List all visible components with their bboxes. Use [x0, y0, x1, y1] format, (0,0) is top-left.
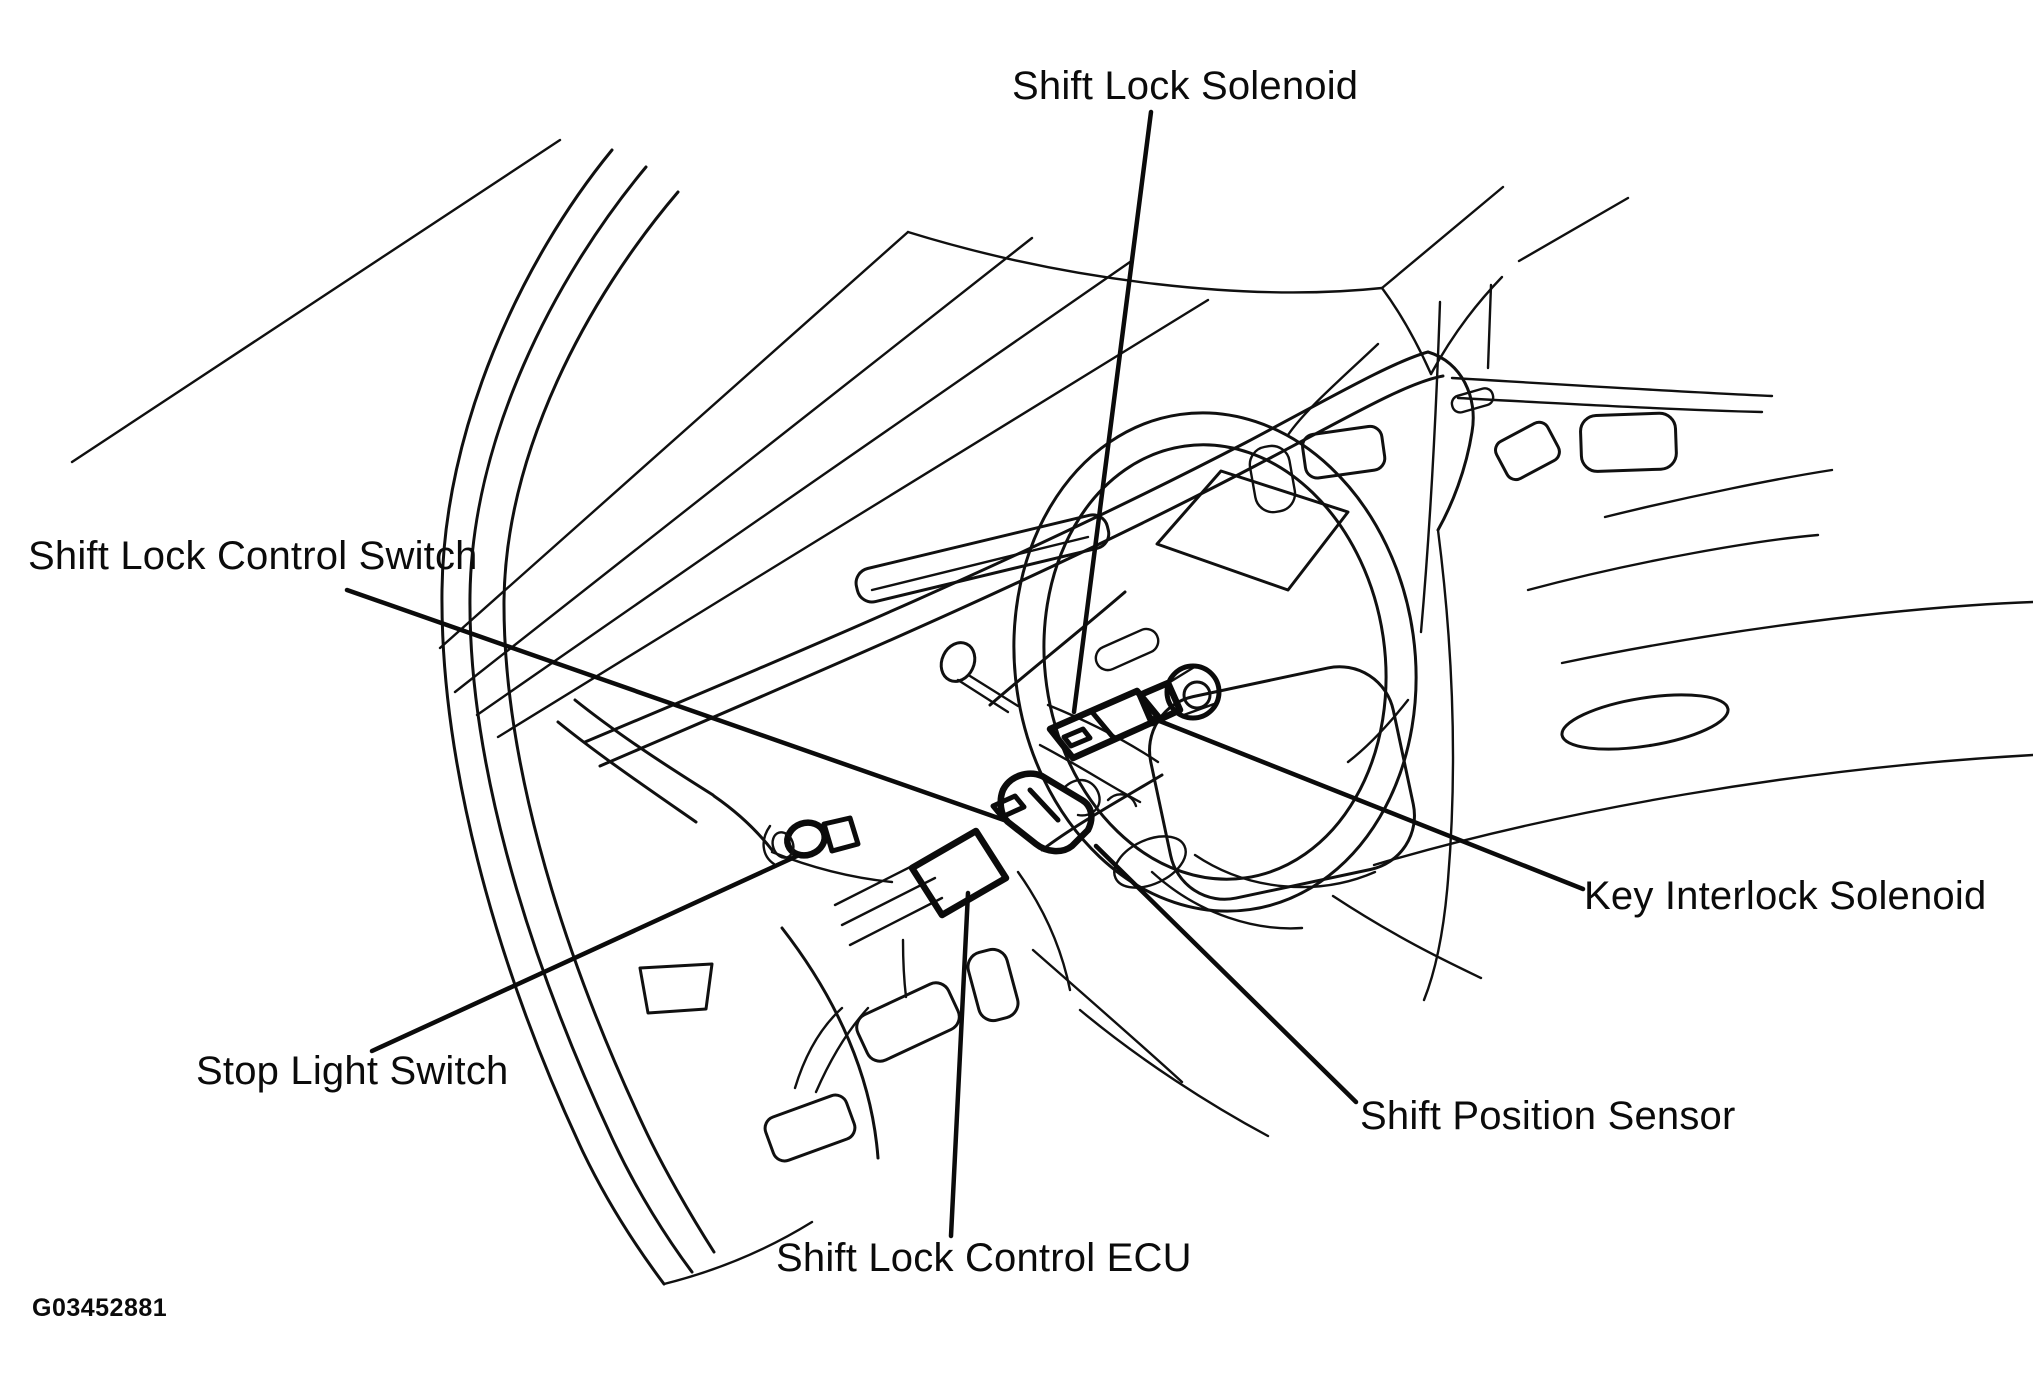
- ignition-cylinder-inner: [1182, 680, 1212, 710]
- stop-light-switch-leader: [369, 853, 800, 1054]
- column-boot-curve: [1106, 793, 1138, 808]
- door-switch-plate: [1494, 420, 1561, 482]
- wheel-spoke: [1346, 698, 1410, 764]
- airbag-pad: [1148, 665, 1416, 901]
- horn-pad-detail: [1113, 835, 1187, 889]
- label-shift-lock-control-ecu: Shift Lock Control ECU: [776, 1236, 1192, 1280]
- door-contour-line: [1526, 533, 1820, 592]
- windshield-line: [453, 236, 1034, 694]
- a-pillar-outer-line: [440, 148, 666, 1286]
- cluster-window: [1155, 469, 1350, 592]
- stop-light-switch-connector: [821, 815, 861, 854]
- shift-lock-control-switch-leader: [344, 587, 1007, 823]
- stop-light-switch-bracket: [762, 824, 776, 866]
- key-interlock-solenoid-part: [1136, 679, 1184, 727]
- figure-code: G03452881: [32, 1294, 168, 1322]
- shift-lock-control-ecu-leader: [948, 890, 971, 1239]
- pad-bottom-arc: [1193, 853, 1377, 889]
- windshield-line: [438, 230, 910, 650]
- right-pillar-line: [1380, 185, 1505, 290]
- cabin-structure: [70, 138, 1475, 1286]
- door-front-edge: [1422, 528, 1455, 1002]
- door-seam: [1419, 300, 1442, 634]
- windshield-right-edge: [906, 230, 1433, 376]
- defroster-vent: [854, 513, 1111, 604]
- wheel-rim-outer: [1012, 411, 1418, 913]
- stop-light-switch-tip: [771, 831, 795, 859]
- shift-lock-solenoid-inner-line: [1089, 709, 1115, 739]
- ignition-cylinder-outer: [1164, 663, 1222, 721]
- door-bezel: [1579, 411, 1678, 473]
- pedal-arm: [793, 1006, 844, 1090]
- knee-trim-line: [848, 896, 944, 947]
- shift-lock-control-ecu-part: [908, 827, 1010, 919]
- pedals: [763, 938, 1020, 1163]
- defroster-vent-inner-line: [870, 535, 1090, 592]
- console-curve: [1031, 948, 1184, 1084]
- shift-lock-control-switch-part: [990, 793, 1027, 820]
- label-key-interlock-solenoid: Key Interlock Solenoid: [1584, 874, 1987, 918]
- shift-position-sensor-leader: [1093, 843, 1359, 1105]
- stop-light-switch-part: [784, 819, 828, 859]
- leader-lines: [344, 109, 1586, 1239]
- label-shift-position-sensor: Shift Position Sensor: [1360, 1094, 1736, 1138]
- steering-wheel: [1012, 411, 1418, 930]
- label-shift-lock-solenoid: Shift Lock Solenoid: [1012, 64, 1359, 108]
- pedal-pad: [763, 1093, 857, 1163]
- dash-left-end-curve: [556, 720, 698, 824]
- shift-lever: [968, 674, 1020, 708]
- door-belt-line: [1456, 396, 1764, 414]
- roof-line: [70, 138, 562, 464]
- cluster-window-small: [1301, 424, 1387, 480]
- dash-top-edge-lower: [598, 374, 1445, 768]
- pedal-arm: [814, 1006, 870, 1094]
- brake-pedal-arm: [901, 938, 908, 999]
- windshield-line: [496, 298, 1210, 739]
- ignition-barrel-line: [1168, 664, 1198, 684]
- knee-trim-line: [840, 876, 937, 927]
- console-edge: [1016, 870, 1072, 992]
- console-floor: [1016, 870, 1483, 1138]
- solenoid-coil-body: [1094, 627, 1160, 672]
- floor-line: [1078, 1008, 1270, 1138]
- sill-curve: [662, 1220, 814, 1286]
- shift-lever-knob: [939, 641, 977, 683]
- pad-bottom-arc: [1150, 870, 1304, 930]
- door-contour-line: [1372, 753, 2033, 867]
- windshield-line: [475, 260, 1132, 717]
- a-pillar-middle-line: [468, 165, 694, 1274]
- shift-lock-solenoid-leader: [1071, 109, 1154, 715]
- shift-lever: [956, 678, 1010, 714]
- dash-left-end-curve: [573, 698, 715, 797]
- floor-curve: [780, 926, 880, 1160]
- label-shift-lock-control-switch: Shift Lock Control Switch: [28, 534, 478, 578]
- dash-right-corner: [1426, 350, 1475, 532]
- column-lower-edge: [1040, 773, 1164, 852]
- accelerator-pedal: [966, 947, 1020, 1023]
- label-stop-light-switch: Stop Light Switch: [196, 1049, 509, 1093]
- door-contour-line: [1603, 468, 1834, 519]
- shift-lock-solenoid-notch: [1061, 726, 1093, 749]
- right-door: [1286, 185, 2033, 1002]
- dash-under-edge: [712, 794, 774, 852]
- a-pillar-inner-line: [502, 190, 716, 1254]
- door-contour-line: [1560, 600, 2033, 665]
- ignition-barrel-line: [1179, 702, 1216, 718]
- right-header-line: [1517, 196, 1630, 263]
- column-upper-edge: [988, 590, 1127, 707]
- right-pillar-inner-line: [1486, 283, 1493, 370]
- door-handle: [1450, 387, 1495, 414]
- dash-hood-seam: [1286, 342, 1380, 437]
- console-fan-line: [1331, 894, 1483, 980]
- door-belt-line: [1450, 376, 1774, 398]
- key-interlock-solenoid-leader: [1149, 715, 1586, 892]
- wiper-stalk: [1248, 444, 1297, 514]
- dash-top-edge: [583, 350, 1430, 744]
- brake-pedal-pad: [855, 981, 961, 1063]
- sensor-inner-line: [1027, 787, 1061, 823]
- door-armrest: [1560, 693, 1730, 751]
- kick-panel: [638, 962, 714, 1015]
